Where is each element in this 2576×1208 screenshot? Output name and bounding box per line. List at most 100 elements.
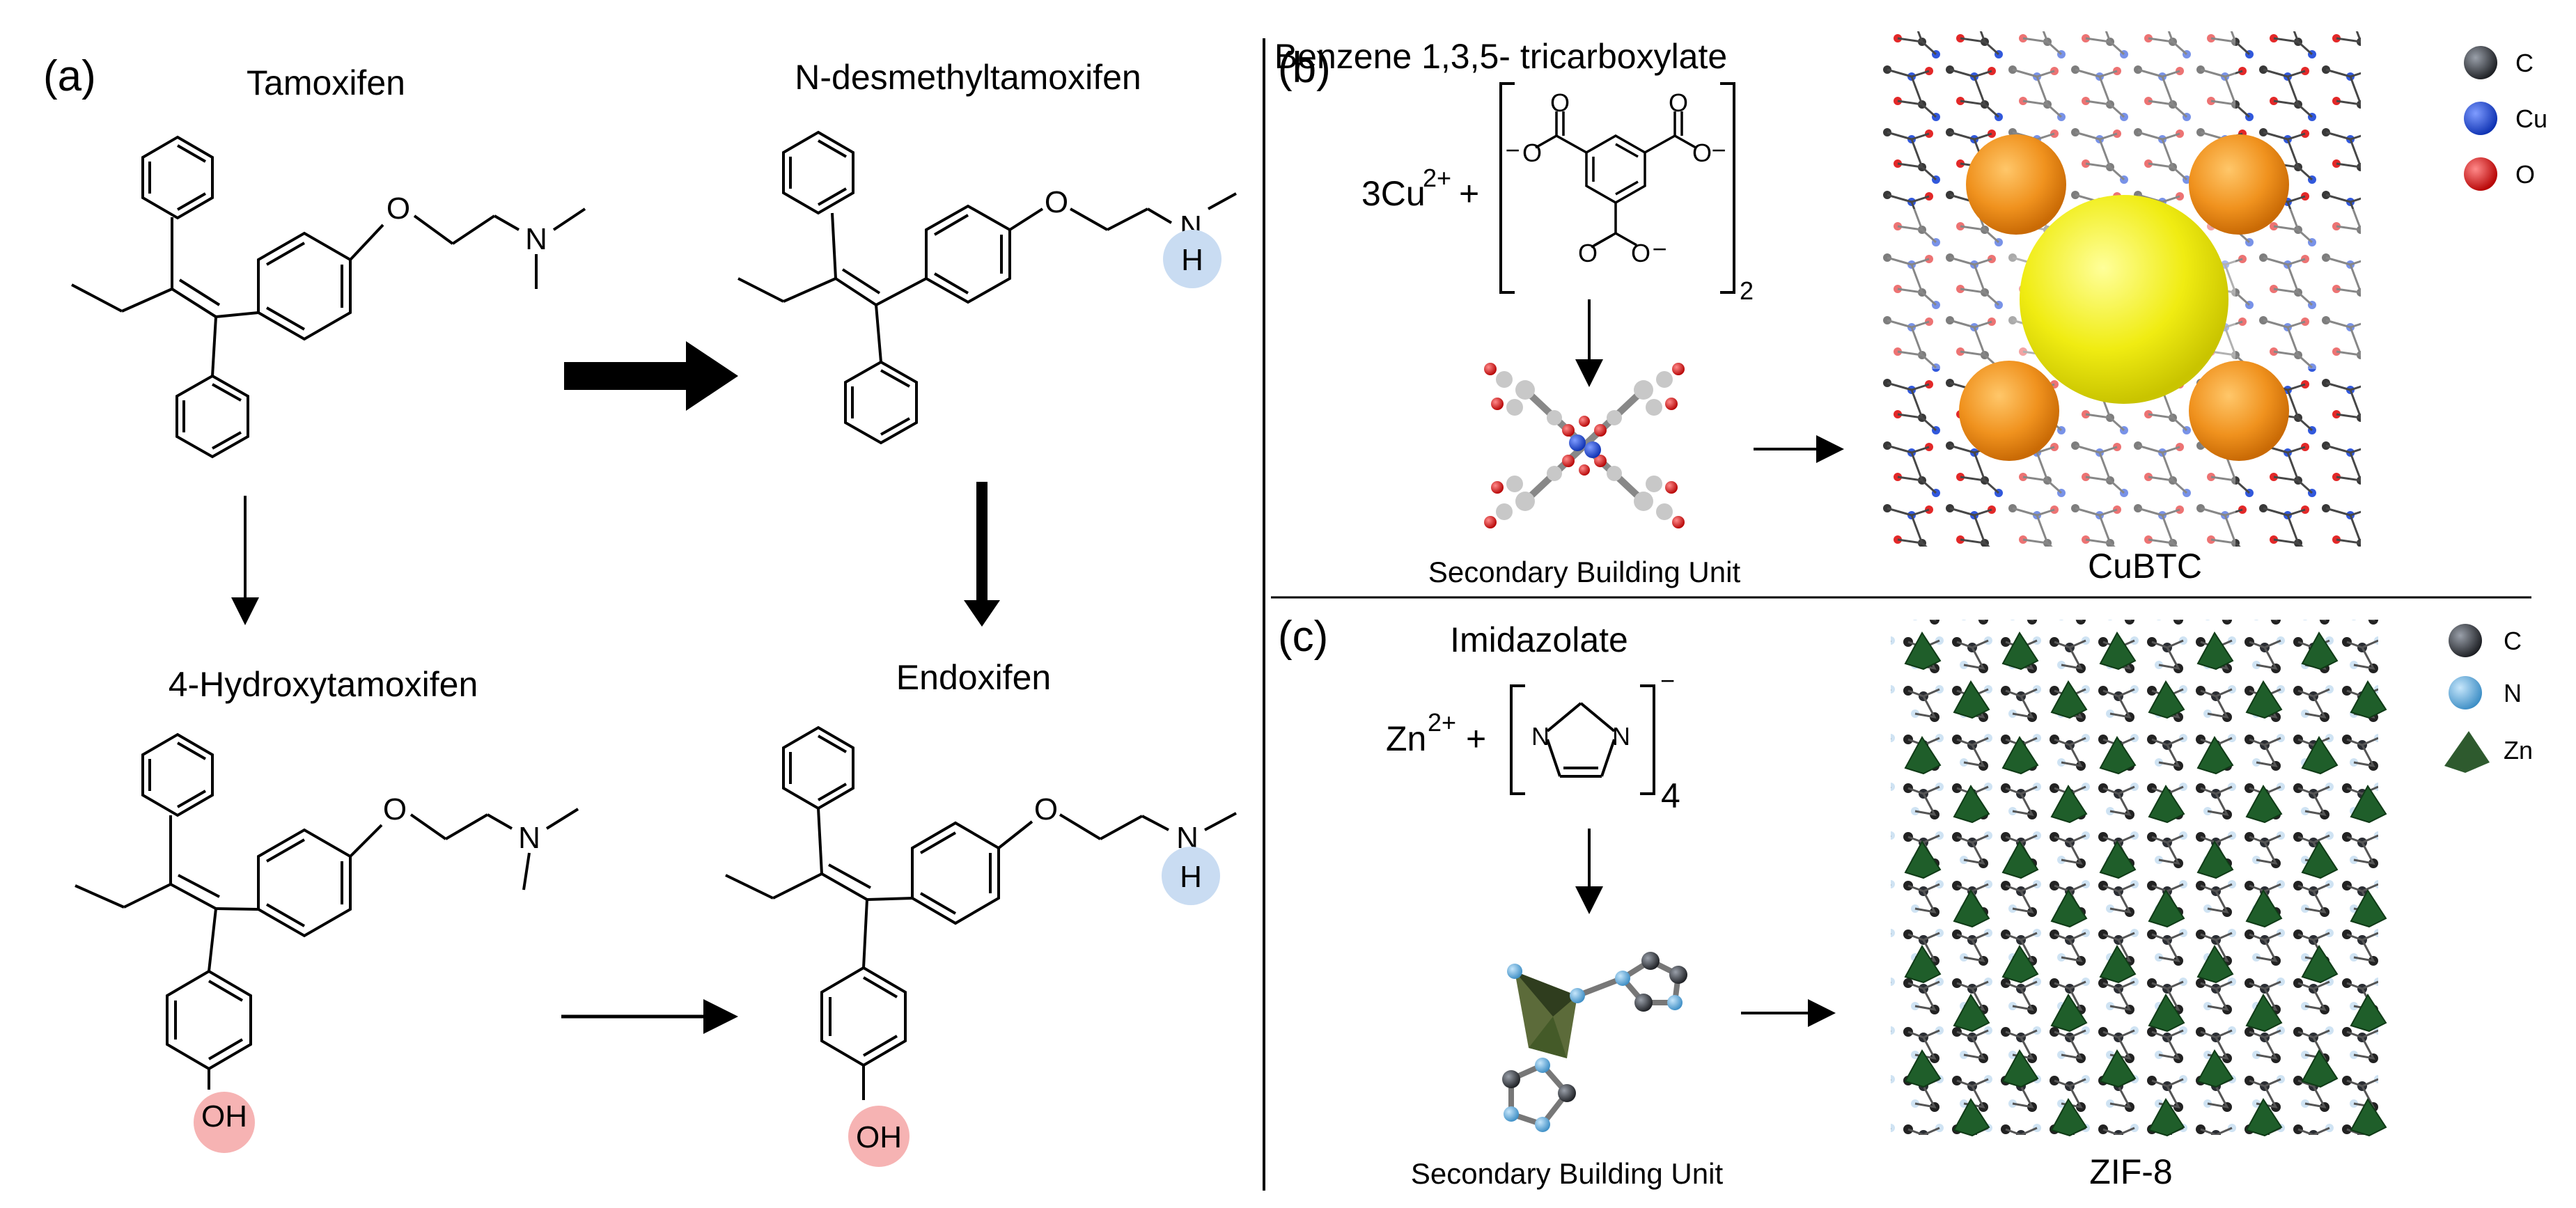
btc-o-3: O (1669, 88, 1688, 117)
endoxifen-title: Endoxifen (896, 658, 1051, 697)
zn-tetrahedron (2099, 736, 2137, 775)
zn-tetrahedron (2001, 840, 2039, 879)
btc-neg-3: − (1652, 235, 1666, 263)
zn-tetrahedron (2350, 680, 2387, 719)
imidazole-n-right: N (1612, 722, 1630, 751)
zn-tetrahedron (2001, 945, 2039, 984)
cubtc-pore-small-1 (1966, 134, 2066, 235)
endoxifen-h-highlight (1162, 847, 1220, 905)
ndm-title: N-desmethyltamoxifen (795, 58, 1141, 97)
panel-a: (a) Tamoxifen (43, 52, 1237, 1167)
legend-zif-zn-icon (2444, 731, 2490, 773)
zn-tetrahedron (2099, 1049, 2137, 1088)
zn-charge: 2+ (1428, 708, 1456, 737)
zn-tetrahedron (2301, 945, 2339, 984)
zn-tetrahedron (2196, 945, 2234, 984)
zn-tetrahedron (2245, 994, 2283, 1033)
zn-tetrahedron (2099, 632, 2137, 670)
imidazolate-bracket (1510, 684, 1655, 795)
zn-tetrahedron (2301, 632, 2339, 670)
imidazolate-name: Imidazolate (1450, 620, 1628, 659)
zn-tetrahedron (2196, 736, 2234, 775)
zn-tetrahedron (2301, 840, 2339, 879)
hydroxy-title: 4-Hydroxytamoxifen (169, 665, 478, 704)
legend-zif-c-icon (2449, 624, 2482, 657)
zn-tetrahedron (2001, 632, 2039, 670)
zn-tetrahedron (1953, 1098, 1990, 1137)
endoxifen-oh: OH (856, 1120, 902, 1154)
zif-sbu-model (1502, 952, 1687, 1132)
zn-plus: + (1466, 719, 1486, 758)
imidazole-ring (1546, 702, 1616, 778)
zn-tetrahedron (1904, 945, 1942, 984)
zn-tetrahedron (1953, 785, 1990, 824)
cubtc-legend: C Cu O (2464, 46, 2547, 191)
zn-tetrahedron (2001, 1049, 2039, 1088)
panel-a-label: (a) (43, 52, 96, 100)
cubtc-pore-small-4 (2189, 361, 2289, 461)
zn-tetrahedron (1904, 1049, 1942, 1088)
panel-c: (c) Imidazolate Zn 2+ + − 4 N N (1278, 613, 2533, 1191)
zn-tetrahedron (2099, 840, 2137, 879)
zn-tetrahedron (2050, 994, 2088, 1033)
zn-tetrahedron (2148, 889, 2185, 928)
legend-c-zn: Zn (2504, 736, 2533, 764)
hydroxy-oh-highlight (194, 1092, 255, 1153)
zn-tetrahedron (2245, 889, 2283, 928)
btc-o-6: O (1631, 239, 1650, 267)
zn-tetrahedron (2245, 785, 2283, 824)
endoxifen-oh-highlight (848, 1106, 910, 1167)
zn-tetrahedron (2001, 736, 2039, 775)
zn-tetrahedron (1953, 994, 1990, 1033)
zn-tetrahedron (2350, 889, 2387, 928)
tamoxifen-n: N (525, 222, 547, 256)
hydroxy-structure (75, 732, 579, 1090)
zn-tetrahedron (2050, 785, 2088, 824)
legend-c-c: C (2504, 627, 2522, 655)
cubtc-pore-small-2 (2189, 134, 2289, 235)
zn-tetrahedron (2148, 680, 2185, 719)
zn-tetrahedron (2050, 889, 2088, 928)
ndm-o: O (1045, 185, 1068, 219)
cubtc-pore-large (2020, 195, 2228, 404)
zn-tetrahedron (1953, 889, 1990, 928)
arrow-tam-to-ndm (564, 341, 738, 411)
panel-b: (b) Benzene 1,3,5- tricarboxylate 3Cu 2+… (1274, 31, 2547, 588)
cu-charge: 2+ (1423, 164, 1451, 192)
zn-tetrahedron (2050, 1098, 2088, 1137)
btc-subscript: 2 (1740, 276, 1754, 305)
hydroxy-o: O (383, 792, 407, 826)
btc-neg-2: − (1711, 136, 1726, 164)
legend-b-o: O (2515, 160, 2535, 189)
tamoxifen-structure (71, 135, 586, 459)
zn-tetrahedron (2099, 945, 2137, 984)
zn-tetrahedron (2148, 785, 2185, 824)
tamoxifen-title: Tamoxifen (247, 63, 405, 102)
hydroxy-oh: OH (201, 1099, 247, 1134)
zn-tetrahedron (2301, 736, 2339, 775)
legend-zif-n-icon (2449, 676, 2482, 709)
zn-tetrahedron (2196, 1049, 2234, 1088)
zn-tetrahedron (1904, 632, 1942, 670)
zn-tetrahedron (2245, 680, 2283, 719)
legend-cu-icon (2464, 102, 2497, 135)
endoxifen-h: H (1180, 860, 1202, 894)
ndm-h: H (1181, 243, 1203, 277)
panel-b-label: (b) (1278, 44, 1331, 92)
zif8-product: ZIF-8 (2089, 1152, 2172, 1191)
zn-tetrahedron (2350, 994, 2387, 1033)
cu-coefficient: 3Cu (1361, 174, 1426, 213)
cubtc-pore-small-3 (1959, 361, 2059, 461)
ndm-h-highlight (1163, 230, 1221, 288)
btc-structure (1535, 111, 1696, 249)
endoxifen-structure (725, 725, 1237, 1100)
btc-o-1: O (1550, 88, 1570, 117)
ndm-structure (737, 130, 1237, 445)
cubtc-product: CuBTC (2088, 547, 2202, 586)
cubtc-sbu-model (1484, 363, 1685, 528)
imidazole-n-left: N (1531, 722, 1549, 751)
zif-sbu-caption: Secondary Building Unit (1411, 1157, 1724, 1190)
zn-tetrahedron (2350, 785, 2387, 824)
legend-c-n: N (2504, 679, 2522, 707)
